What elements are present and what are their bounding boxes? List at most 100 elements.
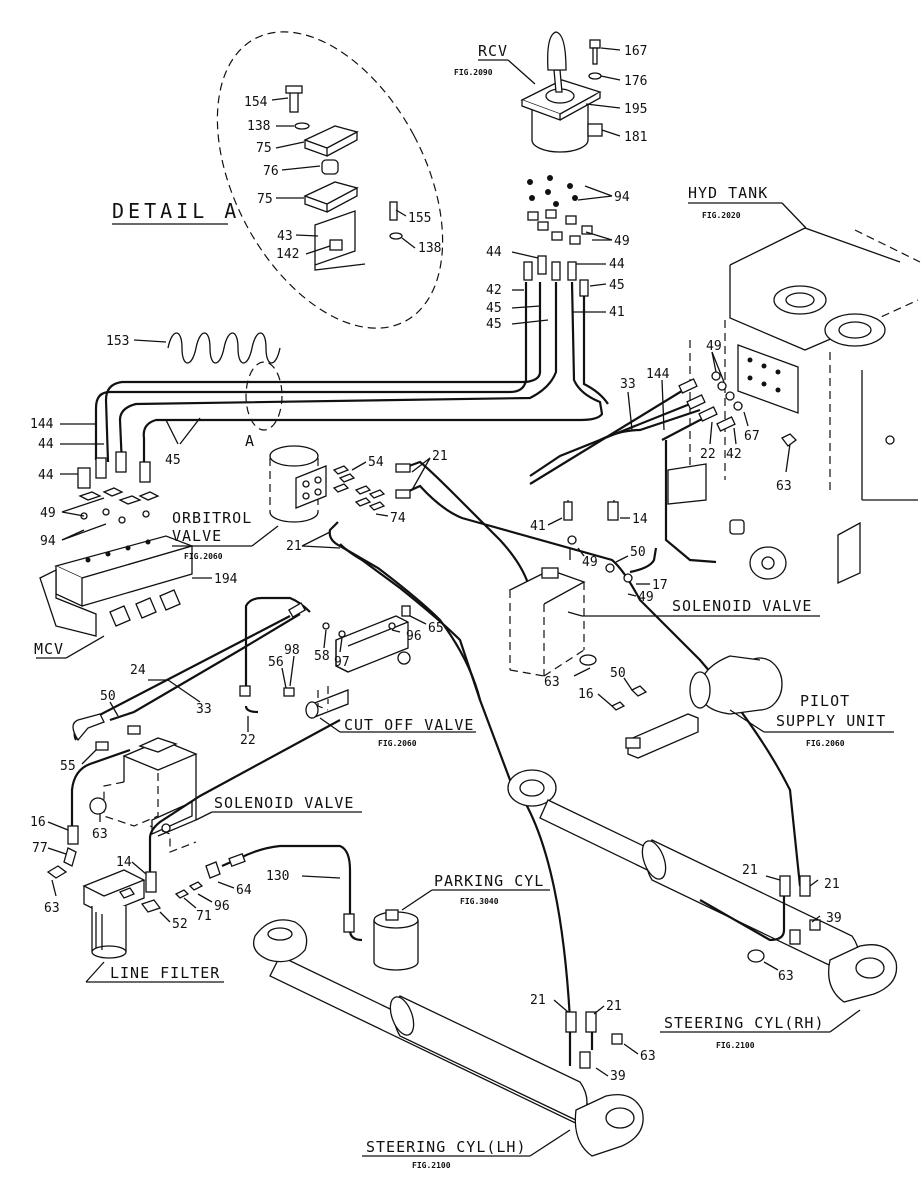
rcv-group: RCV FIG.2090 167 176 195 181 [454,31,647,153]
pn-33b: 33 [196,702,212,717]
pn-130: 130 [266,869,289,884]
pn-76: 76 [263,164,279,179]
hyd-tank-group: HYD TANK FIG.2020 63 [667,184,921,585]
pn-16b: 16 [30,815,46,830]
pn-138b: 138 [418,241,441,256]
pn-21d: 21 [824,877,840,892]
cut-off-valve-label: CUT OFF VALVE [344,716,474,734]
pilot-fig: FIG.2060 [806,739,845,748]
cut-off-valve-fig: FIG.2060 [378,739,417,748]
filter-head [82,869,146,897]
pn-21c: 21 [742,863,758,878]
hyd-tank-label: HYD TANK [688,184,768,202]
solenoid-valve-1-label: SOLENOID VALVE [672,597,812,615]
pn-138a: 138 [247,119,270,134]
pn-67: 67 [744,429,760,444]
pn-41b: 41 [530,519,546,534]
pn-49a: 49 [614,234,630,249]
pn-153: 153 [106,334,129,349]
mcv-spools [109,589,181,627]
rcv-label: RCV [478,42,508,60]
washer-138-b [389,232,403,240]
pn-45a: 45 [609,278,625,293]
pn-181: 181 [624,130,647,145]
pn-39b: 39 [610,1069,626,1084]
parking-line-fittings: 14 52 64 96 71 130 [116,844,363,942]
pn-58: 58 [314,649,330,664]
tank-return-hoses: 33 144 22 42 49 67 [529,339,760,564]
pn-22a: 22 [700,447,716,462]
pn-45c: 45 [486,317,502,332]
pn-24: 24 [130,663,146,678]
pn-44c: 44 [38,437,54,452]
pilot-supply-group: 50 16 PILOT SUPPLY UNIT FIG.2060 [578,655,894,759]
steering-cyl-lh-group: 21 21 39 63 STEERING CYL(LH) FIG.2100 [252,919,656,1170]
pn-49c: 49 [706,339,722,354]
pn-54: 54 [368,455,384,470]
orbitrol-fig: FIG.2060 [184,552,223,561]
steer-lh-rod-eye [252,919,308,963]
cut-off-valve-group: 58 97 96 65 56 98 CUT OFF VALVE FIG.2060 [268,605,476,748]
washer-176 [588,72,602,80]
coil-153: 153 A [106,332,283,450]
hoses-24-33-group: 24 33 22 [73,596,311,748]
pn-77: 77 [32,841,48,856]
pn-144b: 144 [646,367,670,382]
steering-cyl-rh-group: 21 21 39 63 STEERING CYL(RH) FIG.2100 [507,769,898,1050]
orbitrol-label-2: VALVE [172,527,222,545]
pn-14a: 14 [632,512,648,527]
parking-cyl-label: PARKING CYL [434,872,544,890]
washer-138 [294,122,310,130]
pn-195: 195 [624,102,647,117]
detail-a-group: DETAIL A 154 138 75 76 75 155 43 142 138 [112,31,444,329]
orbitrol-label-1: ORBITROL [172,509,252,527]
pn-44a: 44 [486,245,502,260]
pn-21b: 21 [286,539,302,554]
orbitrol-group: 54 74 ORBITROL VALVE FIG.2060 [172,445,406,561]
steering-cyl-rh-label: STEERING CYL(RH) [664,1014,825,1032]
solenoid-valve-1-group: 41 14 49 50 17 49 SOLENOID VALVE 63 [508,500,820,690]
solenoid-valve-2-label: SOLENOID VALVE [214,794,354,812]
pn-17: 17 [652,578,668,593]
pn-39a: 39 [826,911,842,926]
pn-56: 56 [268,655,284,670]
pn-75b: 75 [257,192,273,207]
pn-63d: 63 [44,901,60,916]
pn-94a: 94 [614,190,630,205]
steering-cyl-lh-fig: FIG.2100 [412,1161,451,1170]
pn-176: 176 [624,74,647,89]
tank-top-edge [729,227,901,266]
pn-144a: 144 [30,417,54,432]
parking-cyl-fig: FIG.3040 [460,897,499,906]
pn-33a: 33 [620,377,636,392]
pn-16a: 16 [578,687,594,702]
pn-74: 74 [390,511,406,526]
pn-41a: 41 [609,305,625,320]
pn-98: 98 [284,643,300,658]
pn-21e: 21 [530,993,546,1008]
pn-50b: 50 [100,689,116,704]
rcv-handle [547,31,567,71]
pilot-hose-bundle: 144 44 45 [30,281,609,468]
nut-142 [329,239,343,251]
pn-65: 65 [428,621,444,636]
orbitrol-top [269,445,319,467]
pn-64: 64 [236,883,252,898]
pn-52: 52 [172,917,188,932]
line-filter-group: 77 63 LINE FILTER [32,841,224,983]
filter-bowl [91,945,127,959]
hoses-21-group: 21 21 [286,449,802,1021]
tank-mount [667,463,707,505]
pn-50a: 50 [630,545,646,560]
pn-71: 71 [196,909,212,924]
pilot-bracket [627,713,699,759]
pn-63b: 63 [544,675,560,690]
pn-42a: 42 [486,283,502,298]
rcv-fittings-group: 94 49 44 44 42 45 45 45 41 [486,175,630,332]
pn-96a: 96 [406,629,422,644]
pn-50c: 50 [610,666,626,681]
mcv-group: 44 49 94 194 MCV [34,451,238,659]
clamp-75-bottom [303,181,359,213]
screw-167 [592,47,598,65]
